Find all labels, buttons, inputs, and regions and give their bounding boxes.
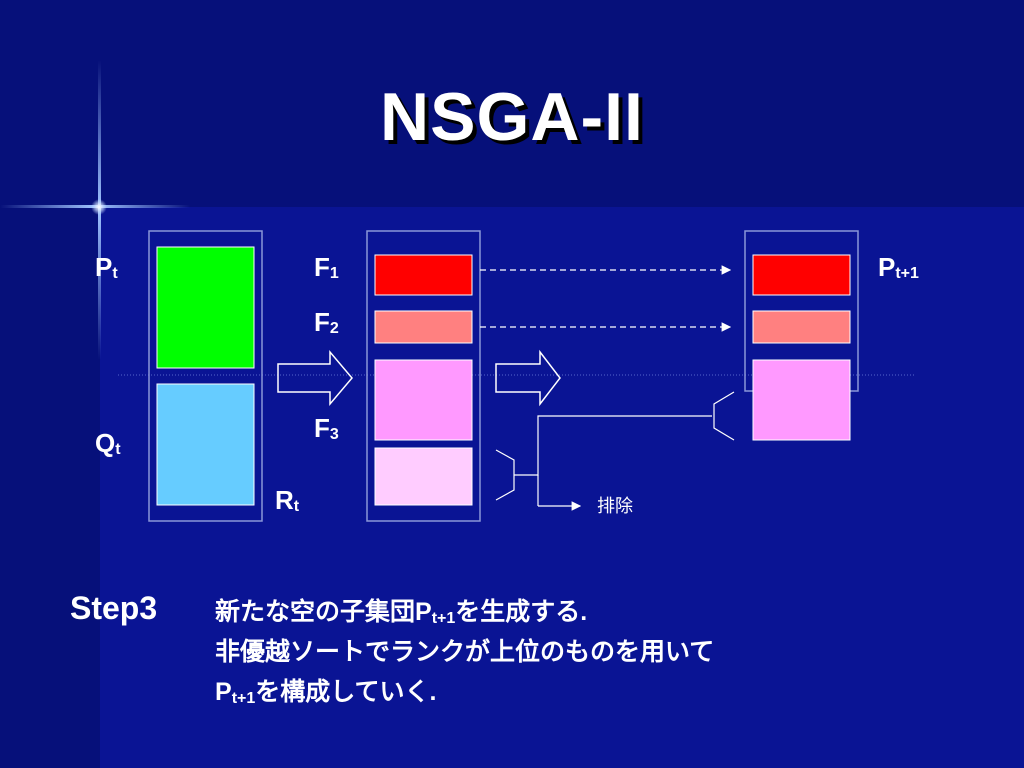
rt-container — [148, 230, 263, 522]
split-bracket-right — [713, 391, 735, 441]
header-band — [0, 0, 1024, 207]
pt1-front2-block — [752, 310, 851, 344]
pt1-front3-block — [752, 359, 851, 441]
label-pt1: Pt+1 — [878, 252, 919, 282]
label-f1: F1 — [314, 252, 339, 282]
sorted-container — [366, 230, 481, 522]
step-line-3: Pt+1を構成していく. — [215, 678, 437, 707]
step-label: Step3 — [70, 590, 158, 626]
step-line-2: 非優越ソートでランクが上位のものを用いて — [215, 638, 715, 666]
label-f3: F3 — [314, 413, 339, 443]
pt1-front1-block — [752, 254, 851, 296]
front1-block — [374, 254, 473, 296]
split-bracket-left — [495, 449, 515, 501]
label-rt: Rt — [275, 485, 300, 515]
rejected-block — [374, 447, 473, 506]
block-arrow-sort — [277, 349, 353, 407]
block-arrow-select — [495, 349, 561, 407]
light-flare-core — [91, 199, 107, 215]
slide-title: NSGA-II — [380, 79, 644, 155]
qt-block — [156, 383, 255, 506]
label-f2: F2 — [314, 307, 339, 337]
label-pt: Pt — [95, 252, 118, 282]
left-band — [0, 207, 100, 768]
split-connector — [514, 415, 712, 476]
label-qt: Qt — [95, 428, 121, 458]
rejected-label: 排除 — [597, 496, 633, 516]
pt-block — [156, 246, 255, 369]
front3-block — [374, 359, 473, 441]
front2-block — [374, 310, 473, 344]
step-line-1: 新たな空の子集団Pt+1を生成する. — [215, 598, 588, 627]
